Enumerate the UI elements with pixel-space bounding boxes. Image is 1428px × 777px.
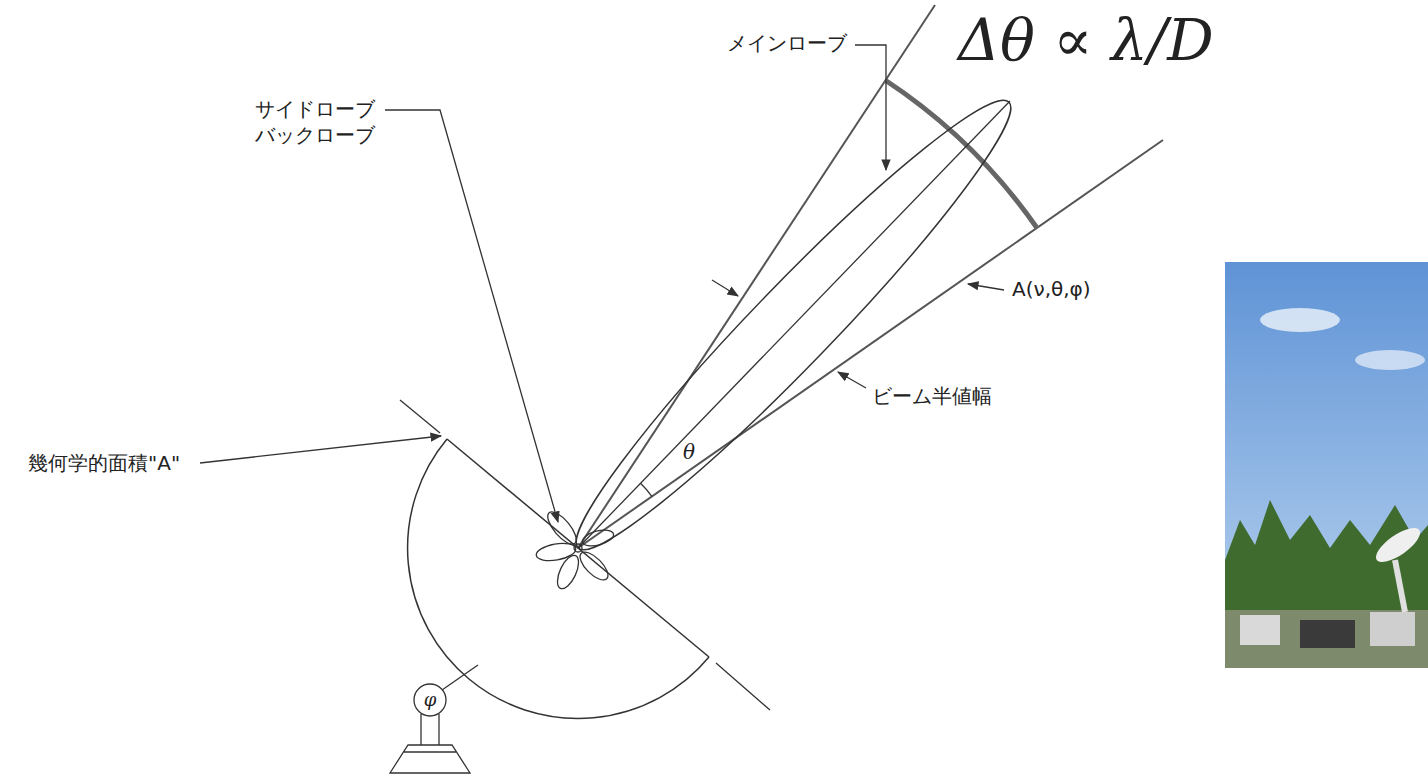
width-marker [712,280,738,296]
leader-line [855,45,886,170]
mount-base [390,745,470,773]
beam-edge-line [578,140,1163,548]
mount-post [438,714,439,745]
aperture-mark [716,663,770,710]
leader-line [968,284,1004,290]
formula: Δθ ∝ λ/D [958,6,1214,76]
aperture-mark [400,400,440,433]
dish-bowl [408,439,709,718]
angle-symbol: θ [683,440,695,464]
side-lobes [535,508,615,592]
dish-aperture [447,439,709,657]
mount-arm [442,665,478,690]
part-label: バックローブ [255,123,375,147]
part-label: サイドローブ [255,97,375,121]
angle-symbol: φ [424,689,437,711]
leader-line [838,372,866,388]
angle-arc [885,80,1037,228]
main-lobe [549,74,1037,576]
part-label: A(ν,θ,φ) [1012,277,1091,301]
leader-line [200,436,441,463]
part-label: メインローブ [727,31,847,55]
beam-axis [578,101,1010,548]
part-label: ビーム半値幅 [872,384,992,408]
mount-post [420,714,421,745]
feed-point [574,544,582,552]
theta-arc [641,483,652,496]
part-label: 幾何学的面積"A" [28,451,180,475]
telescope-photo [1225,262,1428,668]
leader-line [385,110,558,522]
mount-joint [414,684,446,716]
beam-edge-line [578,5,935,548]
